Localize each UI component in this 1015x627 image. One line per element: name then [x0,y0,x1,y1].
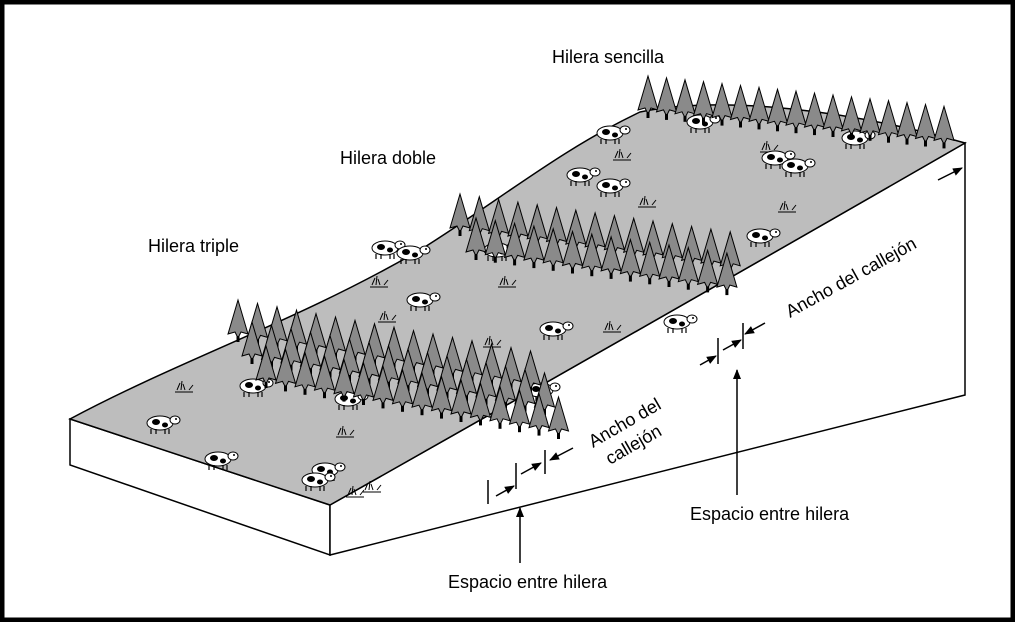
arrow-icon [699,355,717,366]
grass-icon [175,380,194,393]
tree-icon [716,251,738,296]
grass-icon [483,335,502,348]
arrow-icon [744,322,766,335]
cow-icon [663,314,698,333]
grass-icon [346,485,365,498]
tree-icon [547,395,570,439]
cow-icon [301,472,336,491]
arrow-icon [722,339,742,351]
label-row-spacing-left: Espacio entre hilera [448,572,608,592]
measurements [487,167,963,563]
grass-icon [760,140,779,153]
cow-icon [781,158,816,177]
arrow-icon [549,447,574,461]
cow-icon [239,378,274,397]
grass-icon [363,480,382,493]
label-single-row: Hilera sencilla [552,47,665,67]
cow-icon [841,130,876,149]
cow-icon [406,292,441,311]
label-double-row: Hilera doble [340,148,436,168]
arrow-icon [520,462,542,475]
grass-icon [613,148,632,161]
cow-icon [396,245,431,264]
grass-icon [603,320,622,333]
cow-icon [204,451,239,470]
cow-icon [566,167,601,186]
cow-icon [596,125,631,144]
cow-icon [146,415,181,434]
grass-icon [370,275,389,288]
label-triple-row: Hilera triple [148,236,239,256]
grass-icon [638,195,657,208]
grass-icon [778,200,797,213]
grass-icon [336,425,355,438]
cow-icon [746,228,781,247]
cow-icon [596,178,631,197]
tree-icon [933,104,955,149]
label-row-spacing-right: Espacio entre hilera [690,504,850,524]
arrow-icon [937,167,963,181]
grass-layer [175,140,797,498]
arrow-icon [495,485,515,497]
cow-icon [371,240,406,259]
cow-icon [761,150,796,169]
cow-icon [539,321,574,340]
grass-icon [378,310,397,323]
grass-icon [498,275,517,288]
tree-layer [227,74,955,439]
